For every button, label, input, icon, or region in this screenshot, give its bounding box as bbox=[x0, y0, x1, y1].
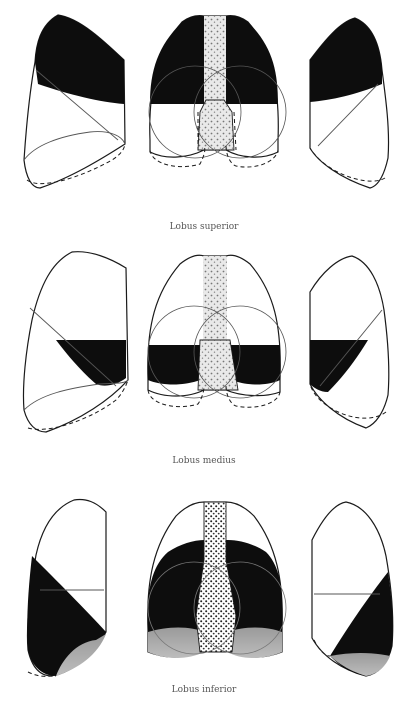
lateral-right-view-superior bbox=[310, 18, 389, 188]
row-inferior bbox=[27, 500, 393, 677]
lateral-left-view-inferior bbox=[27, 500, 106, 677]
row-medius bbox=[23, 252, 388, 432]
caption-medius: Lobus medius bbox=[172, 456, 236, 466]
caption-superior: Lobus superior bbox=[170, 222, 240, 232]
lateral-right-view-medius bbox=[310, 256, 389, 428]
frontal-view-medius bbox=[148, 255, 286, 407]
lateral-left-view-medius bbox=[23, 252, 128, 432]
lateral-left-view-superior bbox=[24, 15, 125, 188]
lateral-right-view-inferior bbox=[312, 502, 393, 676]
row-superior bbox=[24, 15, 389, 188]
caption-inferior: Lobus inferior bbox=[172, 685, 237, 695]
frontal-view-superior bbox=[149, 16, 286, 167]
frontal-view-inferior bbox=[148, 502, 286, 658]
